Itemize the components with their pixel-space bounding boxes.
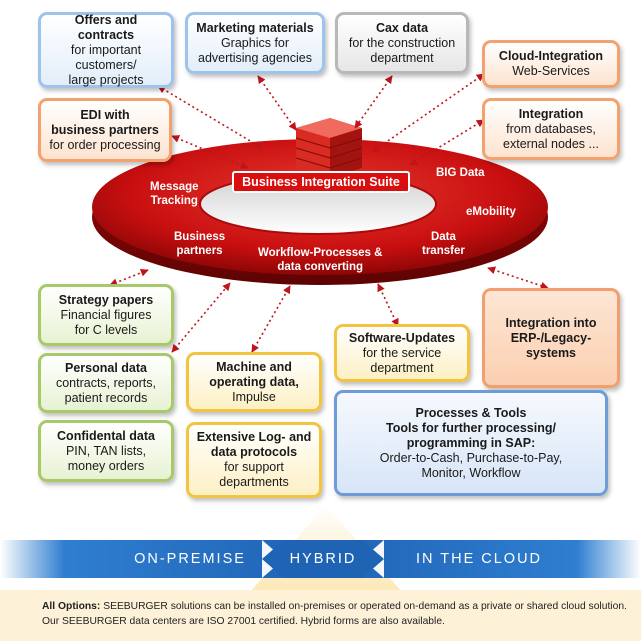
box-software-title: Software-Updates [348,330,456,345]
box-processes-tools: Processes & Tools Tools for further proc… [334,390,608,496]
box-confidential-desc: PIN, TAN lists, money orders [65,443,147,473]
ring-label-emobility: eMobility [466,206,516,218]
box-processes-title: Processes & Tools Tools for further proc… [386,405,556,450]
box-edi-title: EDI with business partners [51,107,159,137]
box-software-updates: Software-Updates for the service departm… [334,324,470,382]
box-machine-desc: Impulse [232,389,276,404]
suite-title: Business Integration Suite [232,171,410,193]
box-integration-title: Integration [518,106,584,121]
box-erp-integration: Integration into ERP-/Legacy- systems [482,288,620,388]
box-strategy-title: Strategy papers [58,292,154,307]
box-cloud-title: Cloud-Integration [498,49,604,63]
box-machine-data: Machine and operating data, Impulse [186,352,322,412]
box-edi-desc: for order processing [49,137,161,152]
box-offers-title: Offers and contracts [74,12,138,42]
box-strategy-desc: Financial figures for C levels [60,307,152,337]
box-cax-data: Cax data for the construction department [335,12,469,74]
box-machine-title: Machine and operating data, [209,359,299,389]
box-processes-desc: Order-to-Cash, Purchase-to-Pay, Monitor,… [379,450,563,480]
box-logs-title: Extensive Log- and data protocols [196,430,312,459]
box-confidential-title: Confidental data [57,428,155,443]
ring-label-message-tracking: Message Tracking [150,181,199,207]
box-strategy-papers: Strategy papers Financial figures for C … [38,284,174,346]
footer-note: All Options: SEEBURGER solutions can be … [0,590,641,641]
ring-label-workflow: Workflow-Processes & data converting [258,247,383,273]
box-log-protocols: Extensive Log- and data protocols for su… [186,422,322,498]
box-cax-title: Cax data [375,20,429,35]
hybrid-center [262,540,384,578]
footer-text: SEEBURGER solutions can be installed on-… [42,601,627,627]
footer-label: All Options: [42,601,101,612]
box-marketing-materials: Marketing materials Graphics for adverti… [185,12,325,74]
deploy-cloud: IN THE CLOUD [415,551,543,567]
ring-label-data-transfer: Data transfer [422,231,465,257]
box-marketing-title: Marketing materials [196,20,314,35]
box-personal-data: Personal data contracts, reports, patien… [38,353,174,413]
box-cloud-desc: Web-Services [512,64,590,78]
deploy-hybrid: HYBRID [289,551,357,567]
box-confidential-data: Confidental data PIN, TAN lists, money o… [38,420,174,482]
box-integration-databases: Integration from databases, external nod… [482,98,620,160]
box-logs-desc: for support departments [219,460,289,489]
box-cax-desc: for the construction department [348,35,456,65]
box-cloud-integration: Cloud-Integration Web-Services [482,40,620,88]
box-edi: EDI with business partners for order pro… [38,98,172,162]
server-stack-icon [295,118,363,178]
box-software-desc: for the service department [362,345,442,375]
box-offers-contracts: Offers and contracts for important custo… [38,12,174,88]
ring-label-big-data: BIG Data [436,167,485,179]
box-personal-title: Personal data [65,360,147,375]
ring-label-business-partners: Business partners [174,231,226,257]
box-personal-desc: contracts, reports, patient records [55,375,157,405]
connector-arrows [109,73,549,353]
box-erp-title: Integration into ERP-/Legacy- systems [505,315,597,360]
box-integration-desc: from databases, external nodes ... [503,121,599,151]
box-marketing-desc: Graphics for advertising agencies [198,35,312,65]
box-offers-desc: for important customers/ large projects [68,42,144,87]
deploy-on-premise: ON-PREMISE [134,551,246,567]
